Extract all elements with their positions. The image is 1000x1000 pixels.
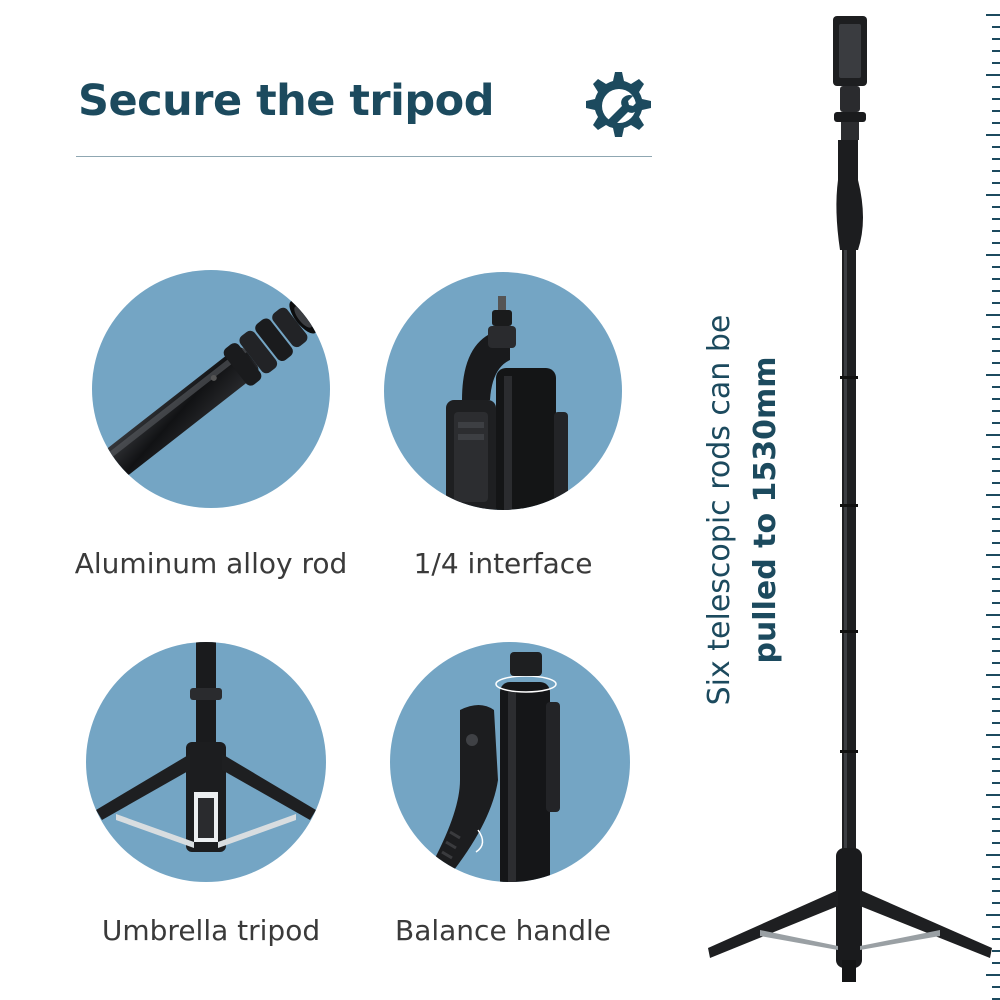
ruler-tick — [992, 410, 1000, 412]
ruler-tick — [992, 902, 1000, 904]
ruler-tick — [986, 134, 1000, 136]
quarter-inch-interface-image — [384, 272, 622, 510]
ruler-tick — [992, 866, 1000, 868]
ruler-tick — [992, 890, 1000, 892]
ruler-tick — [992, 770, 1000, 772]
ruler-tick — [992, 626, 1000, 628]
ruler-tick — [986, 74, 1000, 76]
ruler-tick — [992, 638, 1000, 640]
ruler-tick — [986, 434, 1000, 436]
ruler-tick — [992, 110, 1000, 112]
ruler-tick — [986, 194, 1000, 196]
ruler-tick — [992, 62, 1000, 64]
ruler-tick — [992, 962, 1000, 964]
ruler-tick — [986, 254, 1000, 256]
ruler-tick — [986, 734, 1000, 736]
feature-label-balance-handle: Balance handle — [394, 914, 612, 947]
ruler-tick — [992, 578, 1000, 580]
ruler-tick — [992, 422, 1000, 424]
ruler-tick — [992, 986, 1000, 988]
ruler-tick — [992, 122, 1000, 124]
ruler-tick — [992, 398, 1000, 400]
feature-label-aluminum-rod: Aluminum alloy rod — [74, 547, 348, 580]
ruler-tick — [992, 482, 1000, 484]
ruler-tick — [992, 758, 1000, 760]
ruler-tick — [992, 722, 1000, 724]
ruler-tick — [992, 290, 1000, 292]
ruler-tick — [992, 170, 1000, 172]
ruler-tick — [992, 350, 1000, 352]
ruler-tick — [992, 146, 1000, 148]
ruler-tick — [992, 938, 1000, 940]
ruler-tick — [992, 602, 1000, 604]
ruler-tick — [992, 806, 1000, 808]
ruler-tick — [992, 998, 1000, 1000]
ruler-tick — [992, 338, 1000, 340]
feature-label-umbrella-tripod: Umbrella tripod — [101, 914, 321, 947]
ruler-tick — [992, 230, 1000, 232]
balance-handle-image — [390, 642, 630, 882]
feature-label-quarter-interface: 1/4 interface — [413, 547, 593, 580]
ruler-tick — [986, 854, 1000, 856]
ruler-tick — [992, 266, 1000, 268]
ruler-tick — [992, 926, 1000, 928]
page-title: Secure the tripod — [78, 76, 494, 126]
ruler-tick — [986, 974, 1000, 976]
ruler-tick — [992, 86, 1000, 88]
ruler-tick — [992, 566, 1000, 568]
ruler-tick — [992, 530, 1000, 532]
ruler-tick — [992, 842, 1000, 844]
aluminum-rod-image — [92, 270, 330, 508]
ruler-tick — [992, 590, 1000, 592]
ruler-tick — [986, 14, 1000, 16]
umbrella-tripod-image — [86, 642, 326, 882]
ruler-tick — [992, 218, 1000, 220]
tripod-selfie-stick-product — [708, 16, 992, 982]
ruler-tick — [992, 710, 1000, 712]
ruler-tick — [986, 314, 1000, 316]
ruler-tick — [992, 506, 1000, 508]
ruler-tick — [992, 38, 1000, 40]
ruler-tick — [992, 26, 1000, 28]
gear-wrench-icon — [586, 72, 651, 137]
ruler-tick — [986, 374, 1000, 376]
ruler-tick — [992, 386, 1000, 388]
ruler-tick — [992, 878, 1000, 880]
ruler-tick — [992, 50, 1000, 52]
ruler-tick — [992, 206, 1000, 208]
ruler-tick — [992, 686, 1000, 688]
ruler-tick — [992, 662, 1000, 664]
ruler-tick — [992, 698, 1000, 700]
ruler-tick — [992, 242, 1000, 244]
ruler-tick — [992, 446, 1000, 448]
title-divider — [76, 156, 652, 157]
ruler-tick — [992, 362, 1000, 364]
ruler-tick — [992, 98, 1000, 100]
ruler-tick — [986, 674, 1000, 676]
ruler-tick — [992, 458, 1000, 460]
ruler-tick — [992, 542, 1000, 544]
ruler-tick — [992, 650, 1000, 652]
ruler-tick — [992, 818, 1000, 820]
ruler-tick — [986, 494, 1000, 496]
ruler-tick — [986, 614, 1000, 616]
ruler-tick — [992, 518, 1000, 520]
ruler-tick — [992, 278, 1000, 280]
ruler-tick — [986, 794, 1000, 796]
ruler-tick — [992, 326, 1000, 328]
ruler-tick — [992, 158, 1000, 160]
ruler-tick — [992, 302, 1000, 304]
height-ruler — [986, 14, 1000, 1000]
ruler-tick — [992, 830, 1000, 832]
ruler-tick — [992, 950, 1000, 952]
ruler-tick — [986, 914, 1000, 916]
ruler-tick — [992, 746, 1000, 748]
ruler-tick — [992, 182, 1000, 184]
ruler-tick — [986, 554, 1000, 556]
ruler-tick — [992, 470, 1000, 472]
ruler-tick — [992, 782, 1000, 784]
